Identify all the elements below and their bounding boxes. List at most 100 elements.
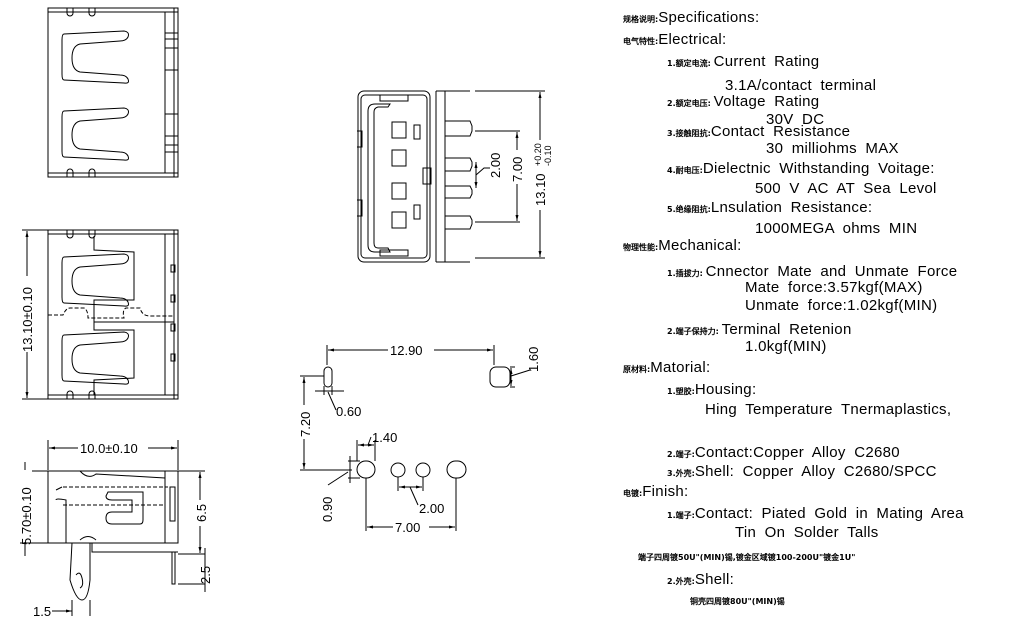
spec-chinese-label: 电气特性: [623, 36, 658, 46]
dim-side-width: 10.0±0.10 [80, 441, 138, 456]
spec-line: 30V DC [766, 111, 824, 128]
spec-chinese-label: 4.耐电压: [667, 165, 703, 175]
spec-english-text: Matorial: [650, 359, 710, 376]
spec-chinese-label: 2.外壳: [667, 576, 695, 586]
spec-chinese-label: 端子四周镀50U"(MIN)锡,镀金区域镀100-200U"镀金1U" [638, 552, 855, 562]
spec-line: 30 milliohms MAX [766, 140, 899, 157]
spec-english-text: Lnsulation Resistance: [711, 199, 873, 216]
spec-chinese-label: 5.绝缘阻抗: [667, 204, 711, 214]
dim-pin-length: 2.5 [198, 566, 213, 584]
dim-overall-tol-minus: -0.10 [543, 145, 553, 166]
side-view: 10.0±0.10 5.70±0.10 6.5 2.5 1.5 [18, 440, 213, 619]
dim-side-height-2: 6.5 [194, 504, 209, 522]
dim-overall-height: 13.10 [533, 173, 548, 206]
pcb-footprint: 12.90 1.60 0.60 7.20 1.40 0.90 2.00 7.00 [297, 342, 541, 535]
spec-english-text: Contact Resistance [711, 123, 850, 140]
spec-chinese-label: 1.端子: [667, 510, 695, 520]
spec-section-heading: 电镀:Finish: [623, 483, 688, 500]
spec-line: 2.额定电压: Voltage Rating [667, 93, 819, 110]
spec-chinese-label: 2.额定电压: [667, 98, 714, 108]
front-view: 13.10±0.10 [20, 229, 179, 400]
specifications-list: 规格说明:Specifications: 电气特性:Electrical: 1.额定… [623, 9, 964, 606]
spec-chinese-label: 原材料: [623, 364, 650, 374]
spec-line: 3.1A/contact terminal [725, 77, 876, 94]
spec-english-text: Electrical: [658, 31, 726, 48]
top-view [47, 7, 179, 178]
spec-english-text: Mechanical: [658, 237, 741, 254]
spec-section-heading: 物理性能:Mechanical: [623, 237, 742, 254]
spec-line: 铜壳四周镀80U"(MIN)锡 [690, 596, 785, 606]
spec-line: 5.绝缘阻抗:Lnsulation Resistance: [667, 199, 872, 216]
spec-english-text: Contact:Copper Alloy C2680 [695, 444, 900, 461]
spec-line: 1.0kgf(MIN) [745, 338, 827, 355]
spec-english-text: 30 milliohms MAX [766, 140, 899, 157]
spec-chinese-label: 1.塑胶: [667, 386, 695, 396]
spec-english-text: Unmate force:1.02kgf(MIN) [745, 297, 937, 314]
spec-english-text: Dielectnic Withstanding Voitage: [703, 160, 935, 177]
spec-line: 3.接触阻抗:Contact Resistance [667, 123, 850, 140]
spec-english-text: Terminal Retenion [722, 321, 852, 338]
spec-english-text: Current Rating [714, 53, 820, 70]
spec-line: Mate force:3.57kgf(MAX) [745, 279, 923, 296]
spec-line: Tin On Solder Talls [735, 524, 879, 541]
spec-line: 2.端子保持力: Terminal Retenion [667, 321, 852, 338]
spec-english-text: 1.0kgf(MIN) [745, 338, 827, 355]
spec-english-text: Contact: Piated Gold in Mating Area [695, 505, 964, 522]
dim-pin-pitch: 2.00 [488, 153, 503, 178]
spec-section-heading: 原材料:Matorial: [623, 359, 710, 376]
spec-line: 2.端子:Contact:Copper Alloy C2680 [667, 444, 900, 461]
spec-line: 2.外壳:Shell: [667, 571, 734, 588]
dim-pin-width: 1.5 [33, 604, 51, 619]
spec-section-heading: 电气特性:Electrical: [623, 31, 727, 48]
spec-line: 1.额定电流: Current Rating [667, 53, 819, 70]
spec-chinese-label: 1.插拔力: [667, 268, 706, 278]
spec-chinese-label: 2.端子保持力: [667, 326, 722, 336]
spec-english-text: 500 V AC AT Sea Levol [755, 180, 937, 197]
spec-english-text: Tin On Solder Talls [735, 524, 879, 541]
spec-line: 1.插拔力: Cnnector Mate and Unmate Force [667, 263, 957, 280]
dim-slot-width-right: 1.60 [526, 347, 541, 372]
dim-slot-width-left: 0.60 [336, 404, 361, 419]
dim-overall-tol-plus: +0.20 [533, 143, 543, 166]
spec-english-text: Hing Temperature Tnermaplastics, [705, 401, 951, 418]
spec-english-text: Housing: [695, 381, 757, 398]
spec-english-text: Shell: [695, 571, 734, 588]
spec-section-heading: 规格说明:Specifications: [623, 9, 759, 26]
spec-english-text: 3.1A/contact terminal [725, 77, 876, 94]
dim-pad-width: 1.40 [372, 430, 397, 445]
dim-side-height: 5.70±0.10 [19, 487, 34, 545]
spec-line: 1000MEGA ohms MIN [755, 220, 917, 237]
spec-english-text: Specifications: [658, 9, 759, 26]
spec-line: 1.端子:Contact: Piated Gold in Mating Area [667, 505, 964, 522]
dim-footprint-pitch: 2.00 [419, 501, 444, 516]
spec-chinese-label: 3.接触阻抗: [667, 128, 711, 138]
spec-line: 500 V AC AT Sea Levol [755, 180, 937, 197]
spec-line: 端子四周镀50U"(MIN)锡,镀金区域镀100-200U"镀金1U" [638, 552, 855, 562]
spec-english-text: Cnnector Mate and Unmate Force [706, 263, 958, 280]
dim-slot-span: 12.90 [390, 343, 423, 358]
spec-english-text: 30V DC [766, 111, 824, 128]
dim-front-height: 13.10±0.10 [20, 287, 35, 352]
spec-line: 4.耐电压:Dielectnic Withstanding Voitage: [667, 160, 935, 177]
spec-line: 1.塑胶:Housing: [667, 381, 756, 398]
spec-english-text: Voltage Rating [714, 93, 820, 110]
spec-chinese-label: 铜壳四周镀80U"(MIN)锡 [690, 596, 785, 606]
spec-chinese-label: 2.端子: [667, 449, 695, 459]
rear-view: 2.00 7.00 13.10 +0.20 -0.10 [357, 90, 553, 263]
spec-chinese-label: 3.外壳: [667, 468, 695, 478]
spec-line: Unmate force:1.02kgf(MIN) [745, 297, 937, 314]
spec-english-text: 1000MEGA ohms MIN [755, 220, 917, 237]
spec-line: Hing Temperature Tnermaplastics, [705, 401, 951, 418]
dim-pin-span: 7.00 [510, 157, 525, 182]
spec-line: 3.外壳:Shell: Copper Alloy C2680/SPCC [667, 463, 937, 480]
spec-english-text: Shell: Copper Alloy C2680/SPCC [695, 463, 937, 480]
spec-english-text: Finish: [642, 483, 688, 500]
spec-chinese-label: 电镀: [623, 488, 642, 498]
spec-english-text: Mate force:3.57kgf(MAX) [745, 279, 923, 296]
dim-pad-height: 0.90 [320, 497, 335, 522]
dim-footprint-span: 7.00 [395, 520, 420, 535]
spec-chinese-label: 1.额定电流: [667, 58, 714, 68]
dim-row-offset: 7.20 [298, 412, 313, 437]
